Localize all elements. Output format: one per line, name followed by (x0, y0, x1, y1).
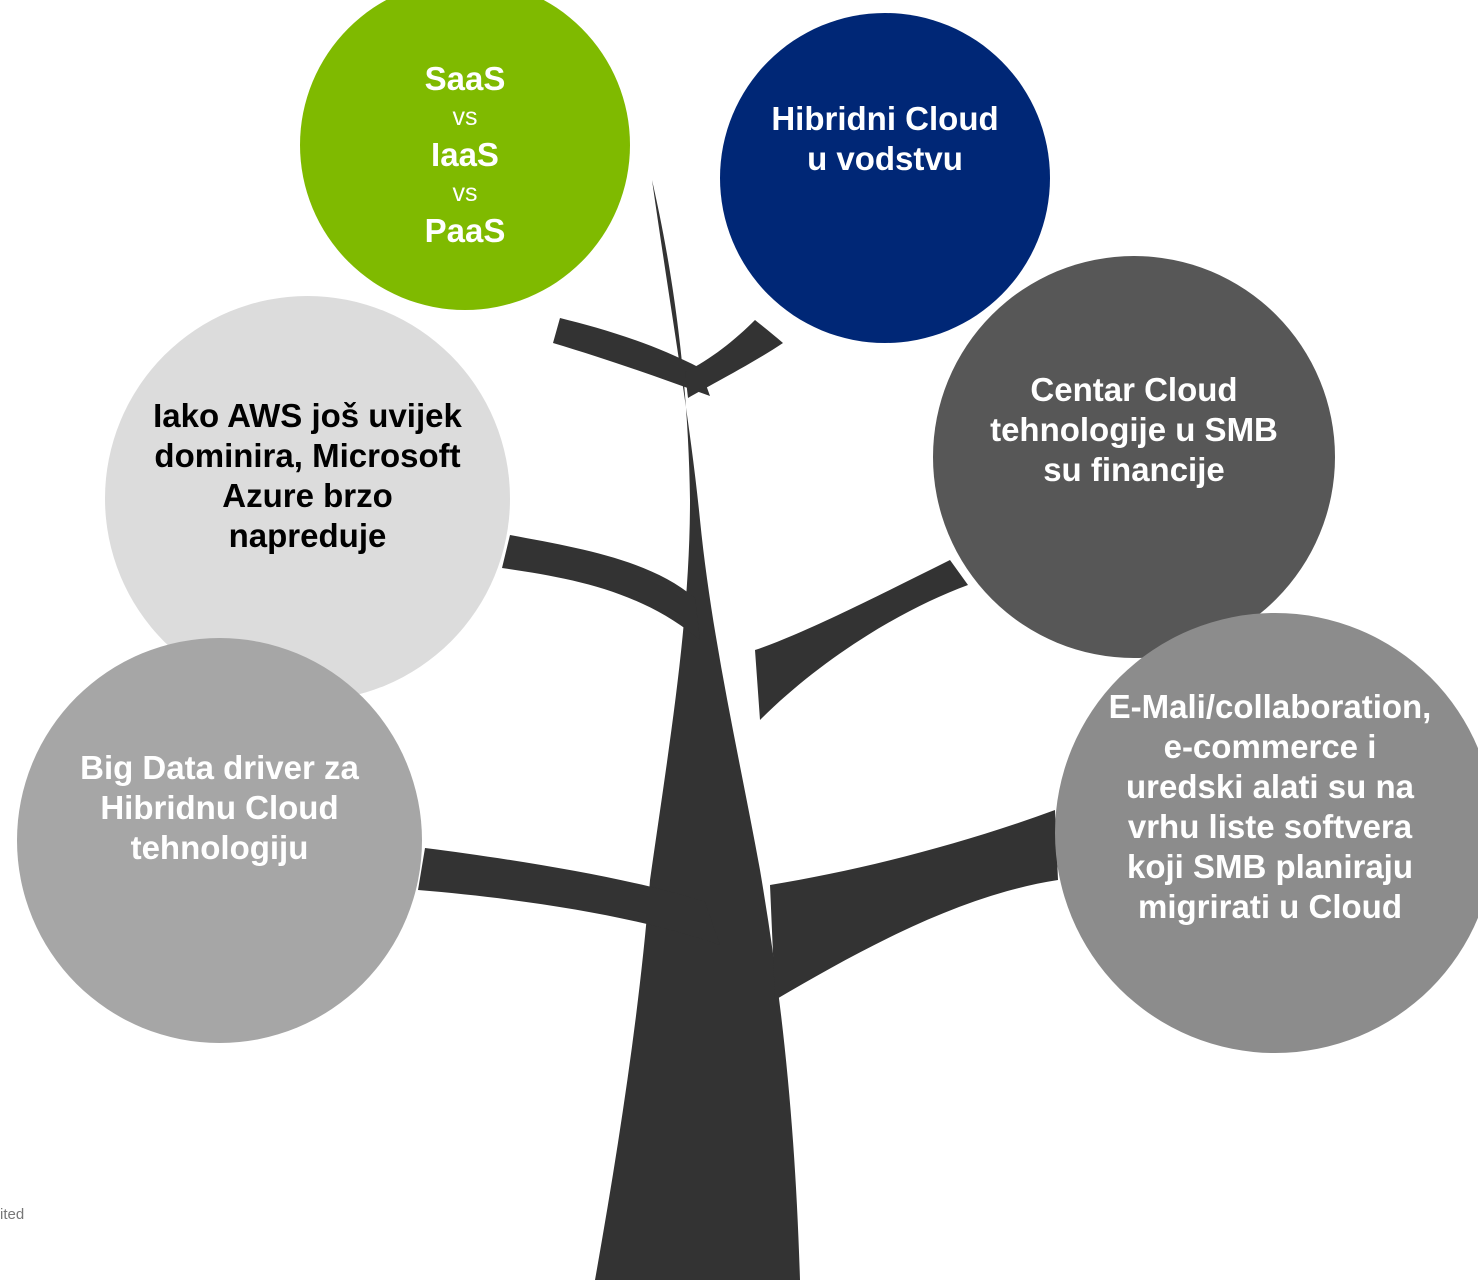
bubble-smb-finance: Centar Cloud tehnologije u SMB su financ… (933, 256, 1335, 658)
bubble-saas-text: SaaS vs IaaS vs PaaS (425, 39, 506, 251)
branch-upper-right (685, 320, 783, 398)
bubble-email-text: E-Mali/collaboration, e-commerce i ureds… (1109, 687, 1432, 927)
text-line: u vodstvu (807, 140, 963, 177)
text-line: uredski alati su na (1126, 767, 1414, 805)
tree-trunk (595, 180, 800, 1280)
text-line: PaaS (424, 212, 506, 249)
branch-lower-left (418, 848, 720, 945)
bubble-email-collaboration: E-Mali/collaboration, e-commerce i ureds… (1055, 613, 1478, 1053)
text-line: migrirati u Cloud (1137, 887, 1402, 925)
text-line: dominira, Microsoft (154, 437, 461, 474)
bubble-big-data: Big Data driver za Hibridnu Cloud tehnol… (17, 638, 422, 1043)
text-line: Hibridnu Cloud (100, 788, 339, 826)
bubble-saas-iaas-paas: SaaS vs IaaS vs PaaS (300, 0, 630, 310)
text-line: koji SMB planiraju (1126, 847, 1414, 885)
branch-lower-right (770, 810, 1058, 1000)
text-line: e-commerce i (1163, 727, 1377, 765)
text-line: napreduje (228, 517, 387, 554)
text-line: Iako AWS još uvijek (153, 397, 462, 434)
bubble-aws-text: Iako AWS još uvijek dominira, Microsoft … (153, 396, 462, 556)
text-line: tehnologiju (130, 828, 309, 866)
branch-middle-right (755, 560, 968, 720)
text-line: tehnologije u SMB (990, 410, 1278, 448)
text-line: su financije (1043, 450, 1225, 488)
branch-middle-left (502, 535, 700, 640)
text-line: Big Data driver za (80, 748, 359, 786)
text-line: vrhu liste softvera (1127, 807, 1413, 845)
text-line: Centar Cloud (1030, 370, 1238, 408)
text-line: vs (452, 179, 478, 207)
bubble-center-text: Centar Cloud tehnologije u SMB su financ… (990, 370, 1278, 490)
text-line: E-Mali/collaboration, (1108, 687, 1432, 725)
bubble-aws-azure: Iako AWS još uvijek dominira, Microsoft … (105, 296, 510, 701)
footer-text: ited (0, 1206, 25, 1223)
text-line: SaaS (424, 60, 506, 97)
text-line: Hibridni Cloud (771, 100, 999, 137)
text-line: Azure brzo (222, 477, 393, 514)
branch-upper-left (553, 318, 710, 396)
bubble-bigdata-text: Big Data driver za Hibridnu Cloud tehnol… (80, 748, 359, 868)
bubble-hybrid-cloud: Hibridni Cloud u vodstvu (720, 13, 1050, 343)
bubble-hybrid-text: Hibridni Cloud u vodstvu (771, 99, 998, 179)
text-line: IaaS (431, 136, 499, 173)
text-line: vs (452, 103, 478, 131)
